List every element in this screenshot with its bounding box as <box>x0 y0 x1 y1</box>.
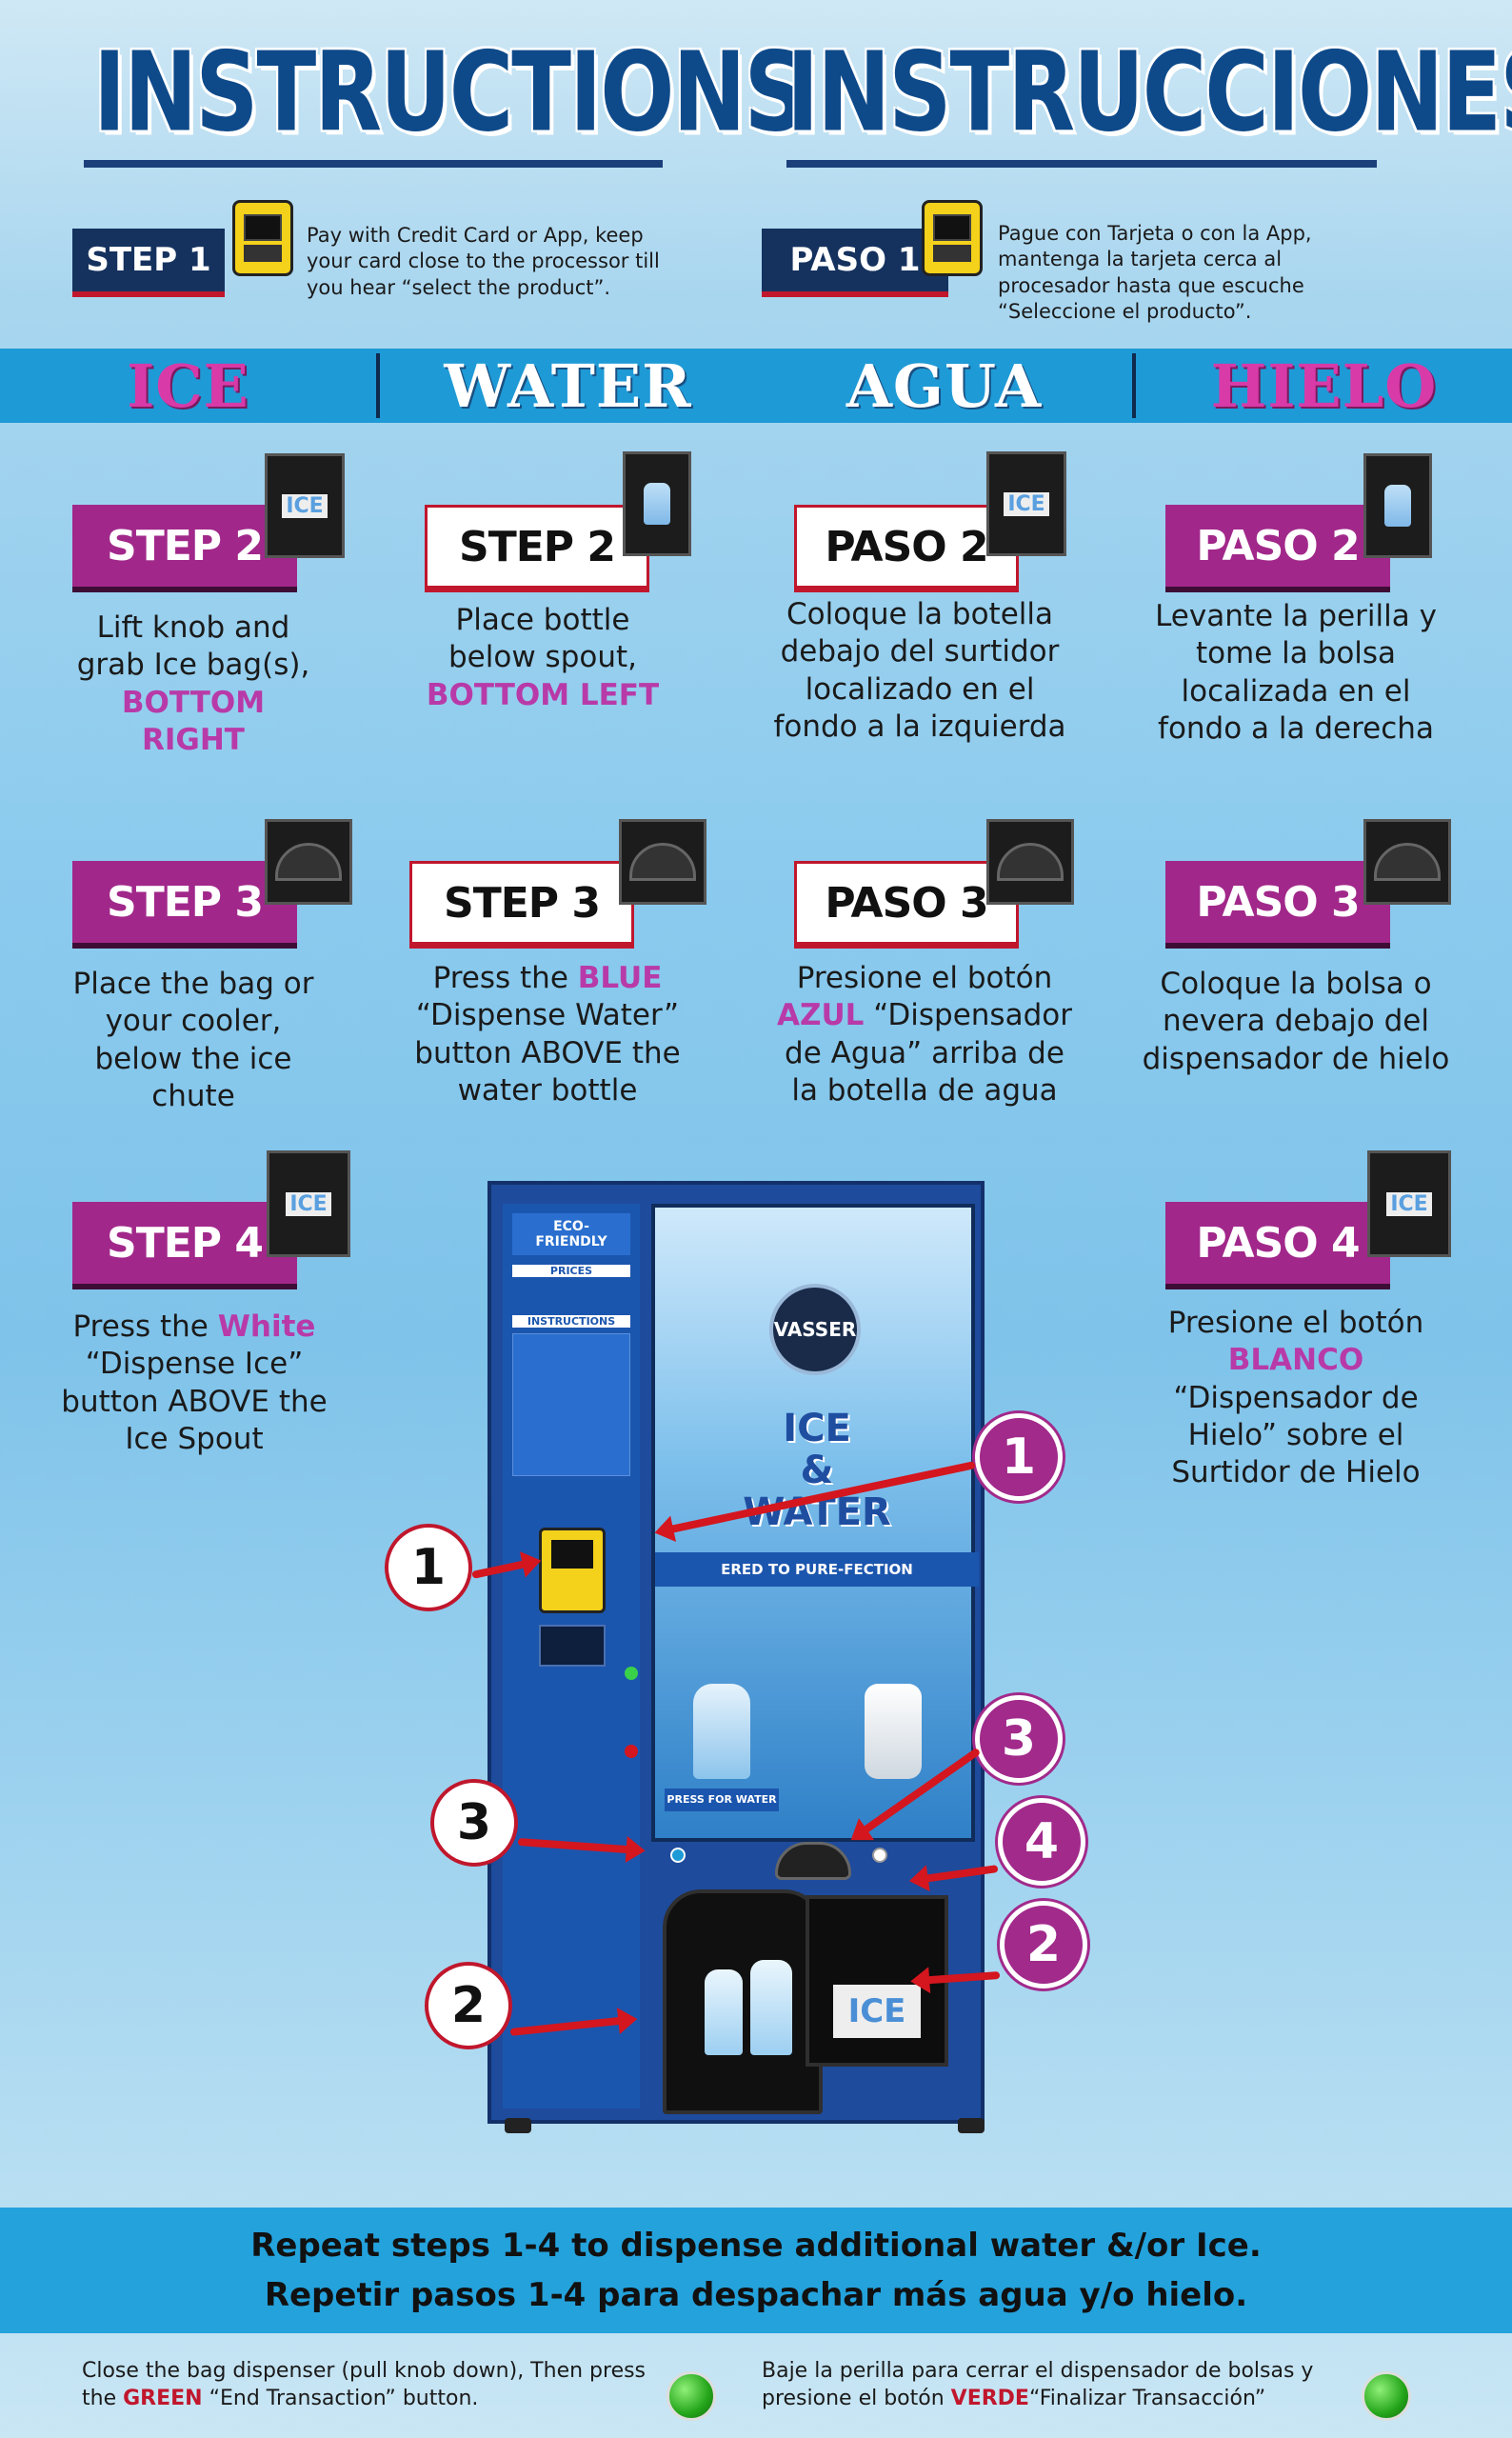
banner-agua: AGUA <box>846 350 1043 421</box>
ice-spout <box>775 1842 851 1880</box>
instructions-panel <box>512 1333 630 1476</box>
step2-hielo-label: PASO 2 <box>1165 505 1390 592</box>
title-instrucciones: INSTRUCCIONES <box>786 29 1512 156</box>
end-transaction-button[interactable] <box>625 1667 638 1680</box>
ice-button-thumbnail: ICE <box>1367 1150 1451 1257</box>
callout-1-reader: 1 <box>385 1524 472 1611</box>
step1-label-en: STEP 1 <box>72 229 225 297</box>
card-reader-icon <box>922 200 983 276</box>
step3-agua-label: PASO 3 <box>794 861 1019 949</box>
repeat-text-es: Repetir pasos 1-4 para despachar más agu… <box>264 2276 1248 2314</box>
red-button[interactable] <box>625 1745 638 1758</box>
step3-water-label: STEP 3 <box>409 861 634 949</box>
water-compartment <box>663 1889 823 2114</box>
ice-chute-thumbnail <box>265 819 352 905</box>
step4-ice-text: Press the White“Dispense Ice” button ABO… <box>61 1309 328 1457</box>
title-instructions: INSTRUCTIONS <box>93 29 807 156</box>
machine-card-reader[interactable] <box>539 1528 606 1613</box>
repeat-steps-banner: Repeat steps 1-4 to dispense additional … <box>0 2208 1512 2333</box>
ice-bag-thumbnail: ICE <box>265 453 345 558</box>
step1-label-es: PASO 1 <box>762 229 948 297</box>
step2-water-text: Place bottle below spout,BOTTOM LEFT <box>426 603 660 712</box>
step4-hielo-label: PASO 4 <box>1165 1202 1390 1289</box>
category-banner: ICE WATER AGUA HIELO <box>0 349 1512 423</box>
water-bottle-image <box>693 1684 750 1779</box>
callout-4-ice-button: 4 <box>998 1798 1085 1886</box>
step3-hielo-label: PASO 3 <box>1165 861 1390 949</box>
dispense-ice-button[interactable] <box>872 1848 887 1863</box>
step2-agua-label: PASO 2 <box>794 505 1019 592</box>
ice-bag-thumbnail: ICE <box>986 451 1066 556</box>
prices-label: PRICES <box>512 1265 630 1277</box>
green-button-icon <box>1362 2371 1411 2421</box>
banner-ice: ICE <box>127 350 249 421</box>
step1-text-en: Pay with Credit Card or App, keep your c… <box>307 224 660 299</box>
machine-foot <box>958 2118 985 2133</box>
ice-chute-thumbnail <box>986 819 1074 905</box>
purefection-banner: ERED TO PURE-FECTION <box>655 1552 979 1587</box>
brand-logo: VASSER <box>769 1284 861 1375</box>
footer-text-es: Baje la perilla para cerrar el dispensad… <box>762 2359 1314 2410</box>
callout-2-water-spout: 2 <box>425 1962 512 2049</box>
step2-agua-text: Coloque la botella debajo del surtidor l… <box>773 597 1066 745</box>
machine-foot <box>505 2118 531 2133</box>
green-button-icon <box>666 2371 716 2421</box>
callout-3-water-button: 3 <box>975 1695 1063 1783</box>
step2-water-label: STEP 2 <box>425 505 649 592</box>
step3-ice-text: Place the bag or your cooler, below the … <box>72 967 314 1114</box>
bottle-thumbnail <box>623 451 691 556</box>
bill-acceptor[interactable] <box>539 1625 606 1667</box>
callout-2-ice-bag: 2 <box>1000 1901 1087 1988</box>
bottle-thumbnail <box>1363 453 1432 558</box>
step2-ice-text: Lift knob and grab Ice bag(s),BOTTOM RIG… <box>76 610 310 758</box>
footer-text-en: Close the bag dispenser (pull knob down)… <box>82 2359 647 2410</box>
step3-water-text: Press the BLUE“Dispense Water” button AB… <box>414 961 681 1109</box>
step1-text-es: Pague con Tarjeta o con la App, mantenga… <box>998 222 1312 323</box>
step3-hielo-text: Coloque la bolsa o nevera debajo del dis… <box>1142 967 1450 1076</box>
step2-hielo-text: Levante la perilla y tome la bolsa local… <box>1155 599 1437 747</box>
banner-separator <box>376 353 380 418</box>
press-for-water-thumbnail <box>619 819 706 905</box>
banner-separator <box>1132 353 1136 418</box>
step4-ice-label: STEP 4 <box>72 1202 297 1289</box>
instructions-label: INSTRUCTIONS <box>512 1315 630 1328</box>
callout-1-card-reader: 1 <box>975 1413 1063 1501</box>
ice-bag-door-label: ICE <box>833 1985 921 2038</box>
ice-bag-image <box>865 1684 922 1779</box>
callout-3-press: 3 <box>430 1779 518 1867</box>
banner-water: WATER <box>444 350 692 421</box>
eco-friendly-label: ECO- FRIENDLY <box>512 1213 630 1255</box>
ice-button-thumbnail: ICE <box>267 1150 350 1257</box>
title-underline-es <box>786 160 1377 168</box>
step3-ice-label: STEP 3 <box>72 861 297 949</box>
step2-ice-label: STEP 2 <box>72 505 297 592</box>
title-underline-en <box>84 160 663 168</box>
repeat-text-en: Repeat steps 1-4 to dispense additional … <box>250 2227 1262 2265</box>
press-for-water-thumbnail <box>1363 819 1451 905</box>
card-reader-icon <box>232 200 293 276</box>
dispense-water-button[interactable] <box>670 1848 686 1863</box>
press-for-water-button[interactable]: PRESS FOR WATER <box>665 1789 779 1811</box>
banner-hielo: HIELO <box>1210 350 1438 421</box>
